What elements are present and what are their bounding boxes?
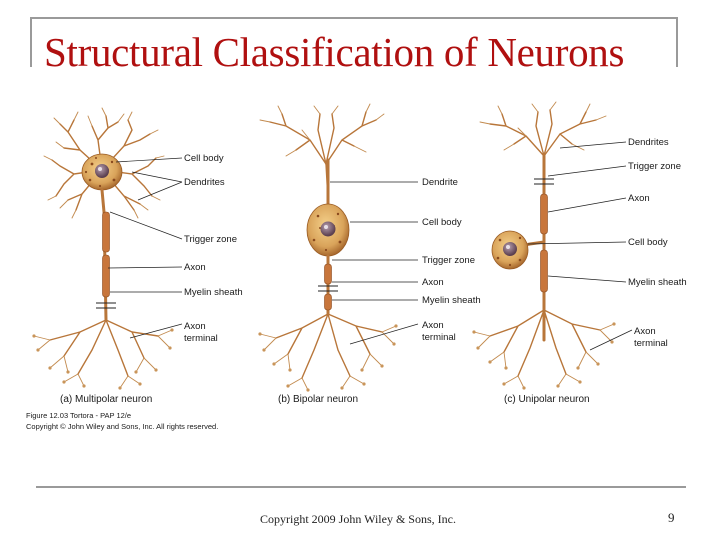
label-dendrites-c: Dendrites: [628, 137, 669, 148]
multipolar-nucleus: [95, 164, 109, 178]
label-dendrites-a: Dendrites: [184, 177, 225, 188]
frame-right-rule: [676, 17, 678, 67]
label-axon-b: Axon: [422, 277, 444, 288]
label-axon-terminal-c-line2: terminal: [634, 338, 668, 349]
slide-title: Structural Classification of Neurons: [44, 29, 625, 75]
multipolar-axon-break: [96, 302, 116, 309]
multipolar-nucleolus: [98, 167, 102, 171]
figure-credit-line-1: Figure 12.03 Tortora - PAP 12/e: [26, 411, 131, 420]
page-number: 9: [668, 510, 675, 525]
unipolar-leader-lines: [527, 141, 633, 351]
bipolar-neuron: Dendrite Cell body Trigger zone Axon Mye…: [258, 103, 481, 405]
label-axon-a: Axon: [184, 262, 206, 273]
frame-left-rule: [30, 17, 32, 67]
label-trigger-zone-b: Trigger zone: [422, 255, 475, 266]
unipolar-nucleus: [503, 242, 517, 256]
multipolar-neuron: Cell body Dendrites Trigger zone Axon My…: [32, 107, 243, 405]
unipolar-axon-terminals: [472, 309, 616, 390]
footer-rule: [36, 486, 686, 488]
unipolar-axon-break: [534, 178, 554, 185]
multipolar-axon-terminals: [32, 319, 174, 390]
label-myelin-sheath-a: Myelin sheath: [184, 287, 243, 298]
label-myelin-sheath-c: Myelin sheath: [628, 277, 687, 288]
copyright-footer: Copyright 2009 John Wiley & Sons, Inc.: [260, 512, 456, 526]
neuron-figure: Cell body Dendrites Trigger zone Axon My…: [26, 101, 687, 431]
label-axon-terminal-a-line1: Axon: [184, 321, 206, 332]
unipolar-myelin-sheath: [540, 193, 548, 293]
label-axon-terminal-a-line2: terminal: [184, 333, 218, 344]
bipolar-nucleolus: [324, 225, 328, 229]
figure-credit-line-2: Copyright © John Wiley and Sons, Inc. Al…: [26, 422, 218, 431]
label-cell-body-c: Cell body: [628, 237, 668, 248]
bipolar-myelin-sheath-lower: [324, 293, 332, 311]
label-axon-terminal-c-line1: Axon: [634, 326, 656, 337]
caption-unipolar: (c) Unipolar neuron: [504, 394, 590, 405]
label-cell-body-b: Cell body: [422, 217, 462, 228]
caption-bipolar: (b) Bipolar neuron: [278, 394, 358, 405]
label-axon-terminal-b-line1: Axon: [422, 320, 444, 331]
bipolar-dendrite: [259, 103, 385, 201]
unipolar-soma-granules: [496, 236, 522, 267]
label-trigger-zone-a: Trigger zone: [184, 234, 237, 245]
bipolar-axon-break: [318, 285, 338, 292]
label-axon-c: Axon: [628, 193, 650, 204]
bipolar-nucleus: [320, 221, 336, 237]
label-axon-terminal-b-line2: terminal: [422, 332, 456, 343]
unipolar-neuron: Dendrites Trigger zone Axon Cell body My…: [472, 101, 687, 405]
unipolar-dendrites: [479, 101, 607, 157]
caption-multipolar: (a) Multipolar neuron: [60, 394, 152, 405]
label-cell-body-a: Cell body: [184, 153, 224, 164]
bipolar-axon-terminals: [258, 313, 398, 392]
frame-top-rule: [30, 17, 678, 19]
unipolar-nucleolus: [506, 245, 510, 249]
label-trigger-zone-c: Trigger zone: [628, 161, 681, 172]
multipolar-leader-lines: [107, 157, 183, 339]
label-myelin-sheath-b: Myelin sheath: [422, 295, 481, 306]
label-dendrite-b: Dendrite: [422, 177, 458, 188]
bipolar-leader-lines: [330, 181, 419, 345]
multipolar-myelin-sheath: [102, 211, 110, 298]
bipolar-myelin-sheath: [324, 263, 332, 285]
multipolar-soma-granules: [84, 157, 116, 188]
